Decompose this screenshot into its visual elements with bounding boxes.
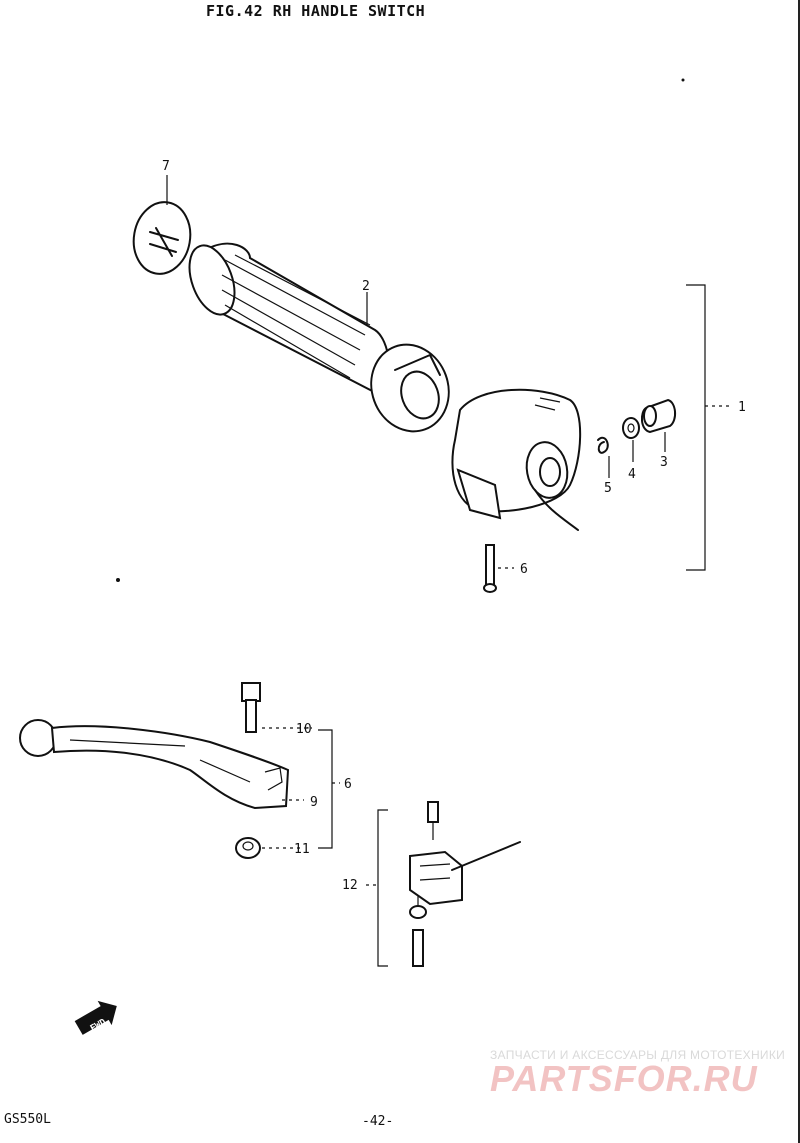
part-7-grip-end-disc (132, 175, 192, 275)
part-12-brake-switch (409, 801, 521, 967)
fwd-arrow-icon (74, 1000, 117, 1035)
part-4-washer (622, 417, 640, 462)
assembly-1-bracket (686, 284, 732, 571)
callout-11: 11 (294, 842, 310, 857)
page-number: -42- (362, 1114, 394, 1129)
callout-10: 10 (296, 722, 312, 737)
part-1-switch-housing (451, 388, 582, 531)
figure-title: FIG.42 RH HANDLE SWITCH (206, 2, 426, 20)
callout-3: 3 (660, 455, 668, 470)
watermark-tagline: ЗАПЧАСТИ И АКСЕССУАРЫ ДЛЯ МОТОТЕХНИКИ (490, 1048, 786, 1062)
callout-6-top: 6 (520, 562, 528, 577)
part-6-screw (483, 544, 514, 593)
part-2-throttle-grip (188, 242, 450, 433)
callout-12: 12 (342, 878, 358, 893)
assembly-12-bracket (366, 809, 388, 967)
callout-9: 9 (310, 795, 318, 810)
callout-2: 2 (362, 279, 370, 294)
part-10-lever-bolt (241, 682, 312, 733)
callout-7: 7 (162, 159, 170, 174)
callout-5: 5 (604, 481, 612, 496)
callout-1: 1 (738, 400, 746, 415)
callout-6-lever: 6 (344, 777, 352, 792)
part-brake-lever (19, 719, 290, 810)
callout-4: 4 (628, 467, 636, 482)
part-11-lever-nut (235, 837, 304, 859)
watermark-logo: PARTSFOR.RU (490, 1058, 758, 1099)
model-code: GS550L (4, 1112, 51, 1127)
part-3-switch-knob (640, 398, 676, 452)
lever-assembly-6-bracket (318, 729, 340, 849)
part-5-spring (597, 436, 610, 478)
